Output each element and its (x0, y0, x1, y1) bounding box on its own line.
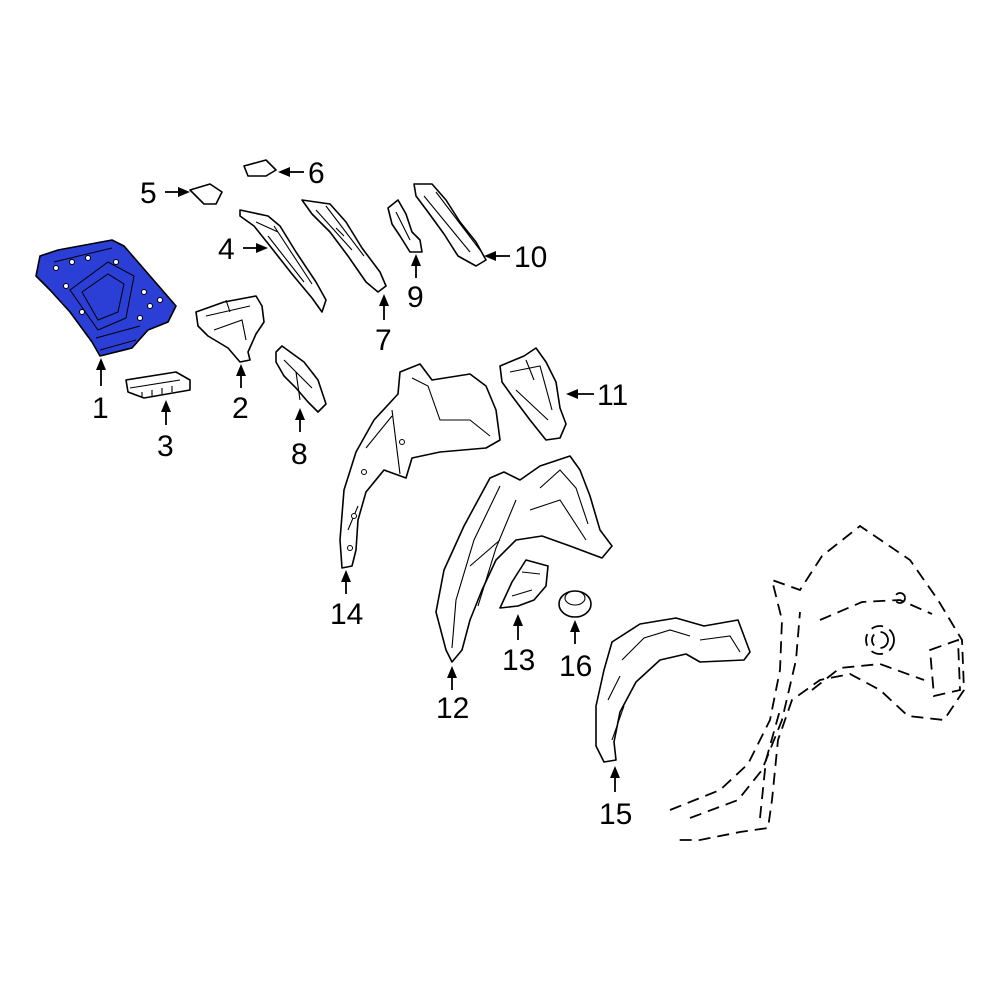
callout-7[interactable]: 7 (375, 324, 392, 357)
part-1-flange (53, 247, 141, 351)
part-4[interactable] (239, 209, 327, 313)
callout-13[interactable]: 13 (502, 644, 535, 677)
part-1-highlighted[interactable] (35, 239, 177, 357)
part-11[interactable] (499, 347, 567, 441)
callout-5[interactable]: 5 (140, 177, 157, 210)
callout-1[interactable]: 1 (92, 392, 109, 425)
part-13[interactable] (499, 559, 549, 609)
part-8[interactable] (275, 345, 327, 413)
part-14[interactable] (339, 363, 501, 569)
leader-lines (96, 167, 620, 792)
callout-10[interactable]: 10 (514, 241, 547, 274)
part-3[interactable] (125, 371, 191, 399)
part-1-inner-triangle (81, 273, 125, 321)
part-10[interactable] (413, 183, 487, 267)
part-2[interactable] (195, 295, 265, 363)
callout-3[interactable]: 3 (157, 430, 174, 463)
part-1-holes (53, 255, 163, 321)
part-16[interactable] (558, 590, 592, 618)
part-15[interactable] (595, 617, 751, 763)
callout-9[interactable]: 9 (407, 281, 424, 314)
part-6[interactable] (243, 159, 277, 177)
part-1-triangle-detail (69, 261, 135, 331)
part-1-panel[interactable] (35, 239, 177, 357)
part-12[interactable] (435, 455, 613, 663)
quarter-panel-phantom (669, 524, 965, 841)
callout-2[interactable]: 2 (232, 392, 249, 425)
callout-16[interactable]: 16 (559, 650, 592, 683)
part-9[interactable] (387, 199, 423, 253)
part-5[interactable] (189, 183, 223, 205)
callout-14[interactable]: 14 (330, 598, 363, 631)
callout-11[interactable]: 11 (597, 379, 628, 412)
callout-8[interactable]: 8 (291, 438, 308, 471)
callout-15[interactable]: 15 (599, 798, 632, 831)
callout-6[interactable]: 6 (308, 157, 325, 190)
part-7[interactable] (301, 199, 387, 293)
callout-4[interactable]: 4 (218, 233, 235, 266)
callout-labels: 1 2 3 4 5 6 7 8 9 10 11 12 13 14 15 16 (92, 157, 632, 831)
part-14-holes (347, 439, 405, 551)
callout-12[interactable]: 12 (436, 692, 469, 725)
